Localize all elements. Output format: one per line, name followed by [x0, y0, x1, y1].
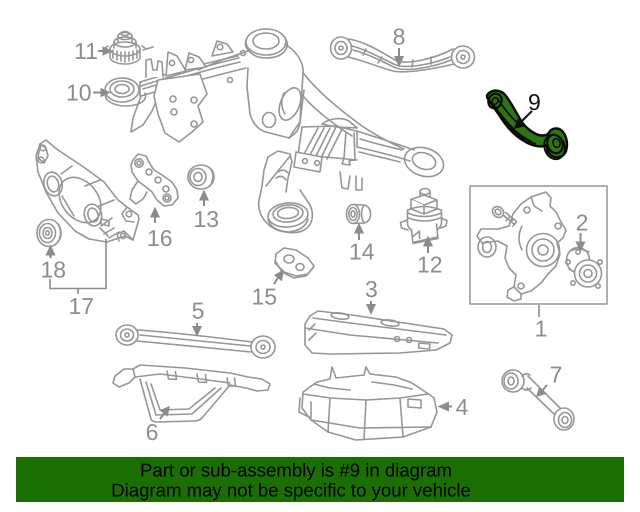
- svg-text:18: 18: [41, 257, 67, 283]
- svg-text:16: 16: [147, 225, 173, 251]
- svg-text:3: 3: [365, 276, 378, 302]
- svg-text:11: 11: [74, 38, 98, 64]
- svg-text:2: 2: [576, 210, 589, 236]
- svg-text:Part or sub-assembly is #9 in: Part or sub-assembly is #9 in diagram: [140, 460, 452, 481]
- svg-text:12: 12: [417, 252, 443, 278]
- svg-text:15: 15: [252, 284, 278, 310]
- svg-text:Diagram may not be specific to: Diagram may not be specific to your vehi…: [111, 480, 471, 501]
- svg-text:14: 14: [349, 239, 375, 265]
- svg-text:6: 6: [146, 419, 159, 445]
- svg-text:17: 17: [69, 293, 95, 319]
- svg-text:9: 9: [528, 89, 541, 115]
- svg-text:1: 1: [535, 316, 548, 342]
- svg-text:5: 5: [192, 298, 205, 324]
- svg-text:8: 8: [393, 24, 406, 50]
- svg-text:13: 13: [194, 206, 220, 232]
- svg-text:10: 10: [66, 80, 92, 106]
- svg-text:7: 7: [550, 362, 563, 388]
- svg-text:4: 4: [456, 394, 469, 420]
